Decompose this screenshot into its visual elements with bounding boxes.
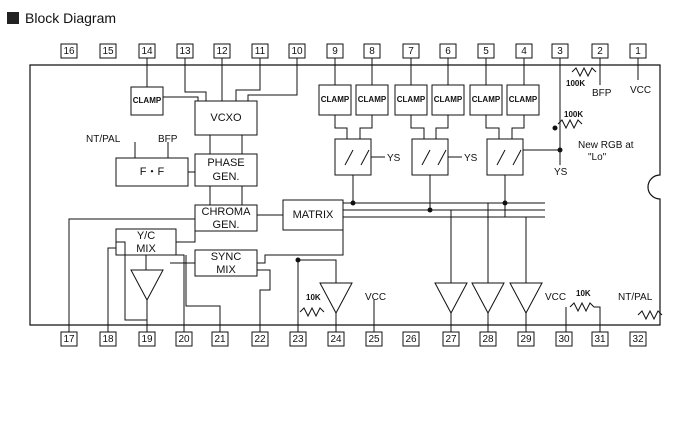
- pin-bottom-label-20: 20: [178, 334, 190, 345]
- chroma-gen-label-1: CHROMA: [202, 206, 252, 218]
- sync-mix-label-2: MIX: [216, 264, 236, 276]
- nt-pal-left-label: NT/PAL: [86, 134, 121, 145]
- chroma-gen-block: [194, 204, 258, 232]
- phase-gen-label-1: PHASE: [207, 157, 244, 169]
- vcxo-label: VCXO: [210, 112, 242, 124]
- clamp-label-9: CLAMP: [321, 95, 350, 104]
- diagram-title: Block Diagram: [7, 10, 116, 26]
- pin-bottom-label-22: 22: [254, 334, 266, 345]
- pin-top-label-10: 10: [291, 46, 303, 57]
- nt-pal-right-label: NT/PAL: [618, 292, 653, 303]
- buffer-triangle-28: [471, 282, 505, 315]
- pin-top-label-4: 4: [521, 46, 527, 57]
- resistor-10k-left-label: 10K: [306, 293, 321, 302]
- new-rgb-label-2: "Lo": [588, 152, 607, 163]
- pin-top-label-13: 13: [179, 46, 191, 57]
- pins-bottom: 17 18 19 20 21 22 23 24 25 26 27 28 29 30 31 32: [60, 331, 647, 347]
- pin-top-label-8: 8: [369, 46, 375, 57]
- resistor-10k-right-label: 10K: [576, 289, 591, 298]
- yc-mix-label-1: Y/C: [137, 230, 155, 242]
- pin-bottom-label-28: 28: [482, 334, 494, 345]
- pins-top: 16 15 14 13 12 11 10 9 8 7 6 5 4 3 2 1: [60, 43, 647, 59]
- ys-label-1: YS: [387, 153, 401, 164]
- pin-bottom-label-26: 26: [405, 334, 417, 345]
- clamp-label-7: CLAMP: [397, 95, 426, 104]
- chroma-gen-label-2: GEN.: [213, 219, 240, 231]
- pin-bottom-box-26: [402, 331, 420, 347]
- pin-bottom-label-18: 18: [102, 334, 114, 345]
- pin-top-box-15: [99, 43, 117, 59]
- ff-label: F・F: [140, 166, 165, 178]
- phase-gen-block: [194, 153, 258, 187]
- pin-top-label-14: 14: [141, 46, 153, 57]
- resistor-100k-b-label: 100K: [564, 110, 583, 119]
- clamp-label-14: CLAMP: [133, 96, 162, 105]
- bfp-left-label: BFP: [158, 134, 178, 145]
- pin-bottom-label-23: 23: [292, 334, 304, 345]
- matrix-label: MATRIX: [293, 209, 334, 221]
- pin-bottom-label-19: 19: [141, 334, 153, 345]
- chip-outline: [29, 64, 661, 326]
- pin-top-label-11: 11: [255, 46, 266, 57]
- clamp-block-4: [506, 84, 540, 116]
- phase-gen-label-2: GEN.: [213, 171, 240, 183]
- pin-bottom-label-21: 21: [214, 334, 226, 345]
- bfp-right-label: BFP: [592, 88, 612, 99]
- pin-top-label-9: 9: [332, 46, 338, 57]
- pin-bottom-label-32: 32: [632, 334, 644, 345]
- yc-mix-label-2: MIX: [136, 243, 156, 255]
- pin-top-label-15: 15: [102, 46, 114, 57]
- vcxo-block: [194, 100, 258, 136]
- clamp-label-4: CLAMP: [509, 95, 538, 104]
- clamp-label-5: CLAMP: [472, 95, 501, 104]
- pin-top-label-5: 5: [483, 46, 489, 57]
- pin-bottom-label-17: 17: [63, 334, 75, 345]
- pin-top-label-2: 2: [597, 46, 603, 57]
- pin-bottom-label-29: 29: [520, 334, 532, 345]
- pin-top-label-6: 6: [445, 46, 451, 57]
- vcc-mid-label: VCC: [365, 292, 386, 303]
- pin-bottom-box-30: [555, 331, 573, 347]
- diagram-title-text: Block Diagram: [25, 10, 117, 26]
- pin-top-label-1: 1: [635, 46, 641, 57]
- buffer-triangle-yc: [130, 269, 164, 302]
- ys-label-3: YS: [554, 167, 568, 178]
- buffer-triangle-29: [509, 282, 543, 315]
- pin-bottom-box-32: [629, 331, 647, 347]
- clamp-label-6: CLAMP: [434, 95, 463, 104]
- buffer-triangle-24: [319, 282, 353, 315]
- pin-top-label-16: 16: [63, 46, 75, 57]
- vcc-right-label: VCC: [630, 85, 651, 96]
- pin-bottom-label-31: 31: [594, 334, 606, 345]
- pin-bottom-label-30: 30: [558, 334, 570, 345]
- pin-bottom-label-25: 25: [368, 334, 380, 345]
- ys-label-2: YS: [464, 153, 478, 164]
- pin-top-label-12: 12: [216, 46, 228, 57]
- clamp-label-8: CLAMP: [358, 95, 387, 104]
- new-rgb-label-1: New RGB at: [578, 140, 634, 151]
- sync-mix-label-1: SYNC: [211, 251, 242, 263]
- pin-top-label-3: 3: [557, 46, 563, 57]
- resistor-100k-a-label: 100K: [566, 79, 585, 88]
- title-bullet-icon: [7, 12, 19, 24]
- pin-bottom-label-24: 24: [330, 334, 342, 345]
- vcc-bottom-right-label: VCC: [545, 292, 566, 303]
- pin-top-box-16: [60, 43, 78, 59]
- pin-bottom-label-27: 27: [445, 334, 457, 345]
- pin-top-label-7: 7: [408, 46, 414, 57]
- buffer-triangle-27: [434, 282, 468, 315]
